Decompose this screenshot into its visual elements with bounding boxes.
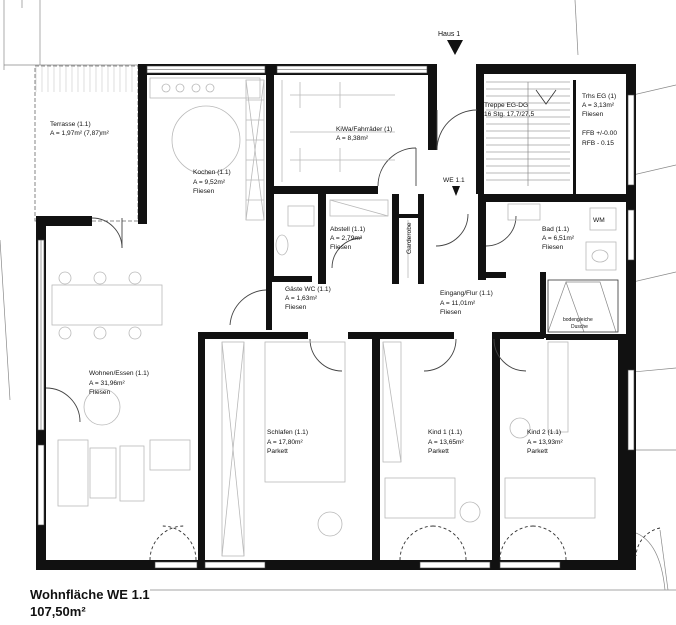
kind2-name: Kind 2 (1.1): [527, 429, 561, 436]
schlafen-name: Schlafen (1.1): [267, 429, 308, 436]
building-label: Haus 1: [438, 31, 460, 38]
gaeste-wc-name: Gäste WC (1.1): [285, 286, 331, 293]
wohnen-name: Wohnen/Essen (1.1): [89, 370, 149, 377]
kind2-area: A = 13,93m²: [527, 439, 564, 446]
eingang-area: A = 11,01m²: [440, 300, 476, 307]
eingang-floor: Fliesen: [440, 309, 462, 316]
abstell-floor: Fliesen: [330, 244, 352, 251]
bad-name: Bad (1.1): [542, 226, 569, 233]
terrasse-area: [34, 65, 139, 222]
unit-arrow-icon: [452, 186, 460, 196]
footer-title: Wohnfläche WE 1.1: [30, 587, 150, 602]
dusche-label-2: Dusche: [571, 324, 588, 330]
wohnen-area: A = 31,96m²: [89, 380, 126, 387]
footer: Wohnfläche WE 1.1 107,50m²: [30, 586, 150, 620]
kochen-floor: Fliesen: [193, 188, 215, 195]
trhs-floor: Fliesen: [582, 111, 604, 118]
abstell-area: A = 2,79m²: [330, 235, 363, 242]
kind1-area: A = 13,65m²: [428, 439, 465, 446]
schlafen-floor: Parkett: [267, 448, 288, 455]
terrasse-area: A = 1,97m² (7,87)m²: [50, 130, 110, 137]
kiwa-area: A = 8,38m²: [336, 135, 369, 142]
schlafen-area: A = 17,80m²: [267, 439, 304, 446]
kochen-name: Kochen (1.1): [193, 169, 231, 176]
wohnen-floor: Fliesen: [89, 389, 111, 396]
entrance-marker: [447, 40, 463, 196]
kind1-floor: Parkett: [428, 448, 449, 455]
bad-floor: Fliesen: [542, 244, 564, 251]
trhs-name: Trhs EG (1): [582, 93, 616, 100]
site-context: [0, 0, 676, 591]
trhs-area: A = 3,13m²: [582, 102, 615, 109]
trhs-rfb: RFB - 0.15: [582, 140, 614, 147]
trhs-ffb: FFB +/-0.00: [582, 130, 617, 137]
kochen-area: A = 9,52m²: [193, 179, 226, 186]
bad-area: A = 6,51m²: [542, 235, 575, 242]
furniture: [51, 77, 619, 557]
garderobe-label: Garderobe: [406, 222, 413, 254]
terrasse-name: Terrasse (1.1): [50, 121, 91, 128]
gaeste-wc-floor: Fliesen: [285, 304, 307, 311]
unit-label: WE 1.1: [443, 177, 465, 184]
labels: Haus 1 WE 1.1 Terrasse (1.1) A = 1,97m² …: [50, 31, 617, 455]
treppe-steps: 16 Stg. 17,7/27,5: [484, 111, 535, 118]
dusche-label-1: bodengleiche: [563, 317, 593, 323]
doors: [45, 109, 661, 561]
bad-wm-label: WM: [593, 217, 605, 224]
kiwa-name: KiWa/Fahrräder (1): [336, 126, 392, 133]
windows: [37, 65, 635, 569]
gaeste-wc-area: A = 1,63m²: [285, 295, 318, 302]
entrance-arrow-icon: [447, 40, 463, 55]
staircase: [486, 81, 570, 186]
kind1-name: Kind 1 (1.1): [428, 429, 462, 436]
eingang-name: Eingang/Flur (1.1): [440, 290, 493, 297]
treppe-name: Treppe EG-DG: [484, 102, 528, 109]
footer-total: 107,50m²: [30, 604, 86, 619]
kind2-floor: Parkett: [527, 448, 548, 455]
abstell-name: Abstell (1.1): [330, 226, 365, 233]
